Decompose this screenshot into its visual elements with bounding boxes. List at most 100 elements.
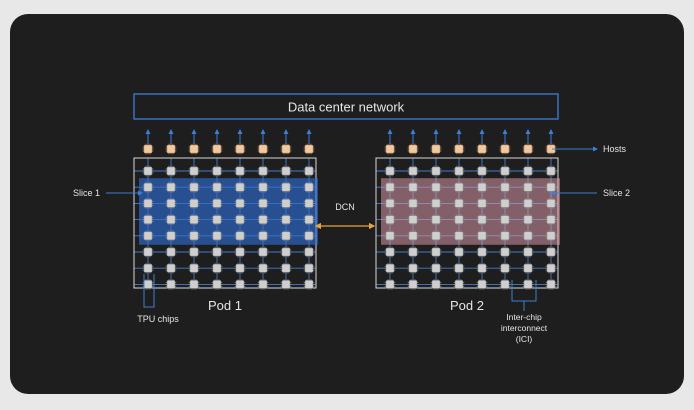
host-node: [384, 129, 396, 155]
tpu-chip: [384, 198, 396, 209]
tpu-chip: [142, 230, 154, 242]
tpu-chip: [430, 262, 442, 274]
tpu-chip: [188, 198, 200, 209]
tpu-chip: [280, 165, 292, 177]
tpu-chip: [234, 165, 246, 177]
tpu-chip: [499, 246, 511, 258]
tpu-chip: [211, 198, 223, 209]
tpu-chip: [430, 214, 442, 225]
tpu-chip: [499, 262, 511, 274]
tpu-chip: [188, 262, 200, 274]
tpu-chip: [211, 214, 223, 225]
tpu-chip: [499, 165, 511, 177]
tpu-chip: [257, 165, 269, 177]
tpu-chip: [303, 181, 315, 193]
tpu-chip: [165, 246, 177, 258]
host-node: [165, 129, 177, 155]
tpu-chip: [165, 181, 177, 193]
tpu-chip: [384, 165, 396, 177]
pod-1-label: Pod 1: [208, 298, 242, 313]
tpu-chip: [522, 246, 534, 258]
tpu-chip: [499, 198, 511, 209]
tpu-chip: [545, 279, 557, 290]
tpu-chip: [303, 246, 315, 258]
tpu-chip: [499, 181, 511, 193]
tpu-chip: [234, 181, 246, 193]
tpu-chip: [280, 214, 292, 225]
tpu-chip: [280, 279, 292, 290]
tpu-chip: [303, 214, 315, 225]
tpu-pod-diagram: Data center network Pod 1 Pod 2 DCN Slic…: [73, 93, 630, 344]
tpu-chip: [476, 279, 488, 290]
tpu-chip: [142, 246, 154, 258]
tpu-chip: [430, 230, 442, 242]
tpu-chip: [165, 165, 177, 177]
tpu-chip: [384, 279, 396, 290]
tpu-chip: [234, 198, 246, 209]
host-node: [211, 129, 223, 155]
tpu-chip: [476, 214, 488, 225]
tpu-chip: [384, 214, 396, 225]
tpu-chip: [522, 198, 534, 209]
tpu-chips-bracket: [143, 274, 155, 308]
tpu-chip: [165, 262, 177, 274]
tpu-chip: [165, 214, 177, 225]
tpu-chip: [407, 279, 419, 290]
tpu-chip: [430, 246, 442, 258]
hosts-label: Hosts: [603, 144, 627, 154]
tpu-chip: [211, 246, 223, 258]
host-node: [280, 129, 292, 155]
tpu-chip: [545, 262, 557, 274]
tpu-chip: [407, 214, 419, 225]
tpu-chip: [188, 181, 200, 193]
tpu-chip: [165, 198, 177, 209]
tpu-chip: [476, 198, 488, 209]
dcn-label: DCN: [335, 202, 355, 212]
tpu-chip: [211, 262, 223, 274]
tpu-chip: [499, 214, 511, 225]
tpu-chip: [453, 246, 465, 258]
tpu-chip: [142, 165, 154, 177]
host-node: [499, 129, 511, 155]
tpu-chip: [545, 214, 557, 225]
tpu-chip: [384, 230, 396, 242]
tpu-chip: [257, 246, 269, 258]
tpu-chip: [188, 246, 200, 258]
tpu-chip: [545, 165, 557, 177]
tpu-chip: [303, 165, 315, 177]
tpu-chip: [522, 279, 534, 290]
tpu-chip: [453, 181, 465, 193]
tpu-chip: [211, 181, 223, 193]
tpu-chip: [280, 181, 292, 193]
tpu-chip: [257, 230, 269, 242]
slice-1-highlight: [139, 178, 318, 245]
slice-2-label: Slice 2: [603, 188, 630, 198]
tpu-chip: [384, 181, 396, 193]
tpu-chip: [522, 262, 534, 274]
tpu-chip: [142, 214, 154, 225]
slice-1-label: Slice 1: [73, 188, 100, 198]
tpu-chip: [453, 198, 465, 209]
host-node: [303, 129, 315, 155]
tpu-chip: [453, 262, 465, 274]
tpu-chip: [234, 214, 246, 225]
tpu-chip: [234, 230, 246, 242]
tpu-chip: [407, 181, 419, 193]
ici-label-line-1: Inter-chip: [506, 312, 542, 322]
tpu-chip: [430, 279, 442, 290]
tpu-chip: [234, 279, 246, 290]
tpu-chip: [407, 230, 419, 242]
tpu-chip: [211, 279, 223, 290]
tpu-chip: [476, 246, 488, 258]
tpu-chip: [257, 279, 269, 290]
host-node: [476, 129, 488, 155]
tpu-chip: [499, 279, 511, 290]
tpu-chip: [476, 181, 488, 193]
tpu-chips-label: TPU chips: [137, 314, 179, 324]
tpu-chip: [303, 230, 315, 242]
tpu-chip: [280, 246, 292, 258]
host-node: [234, 129, 246, 155]
tpu-chip: [142, 198, 154, 209]
tpu-chip: [165, 230, 177, 242]
tpu-chip: [303, 279, 315, 290]
